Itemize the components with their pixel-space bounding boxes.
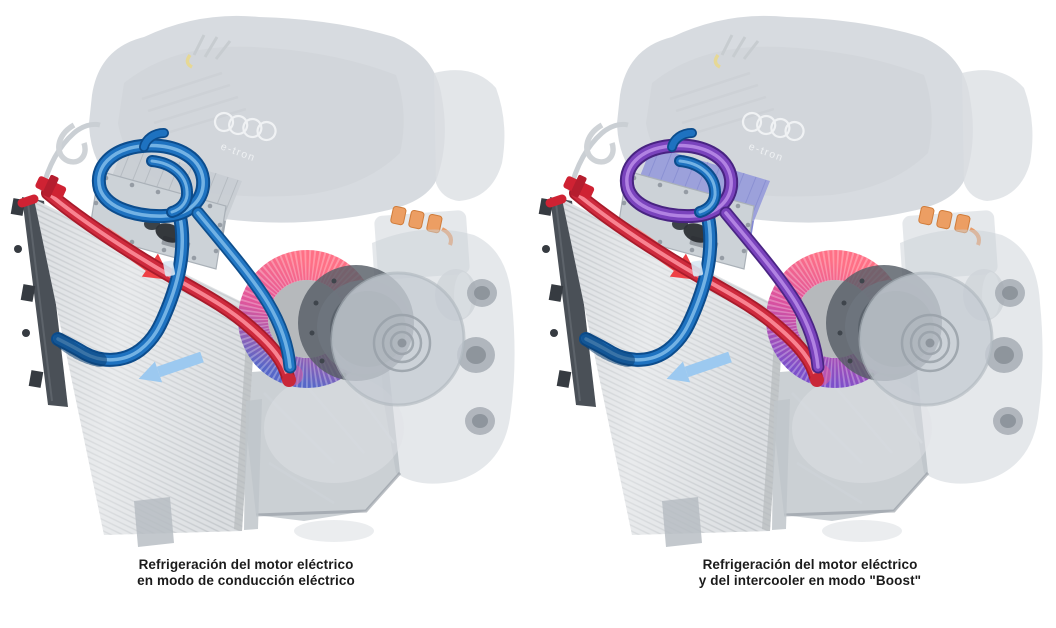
coolant-pipe-metal bbox=[567, 121, 629, 192]
radiator-foot bbox=[662, 497, 702, 547]
inner-loop-hose bbox=[139, 128, 194, 218]
transmission-input-cover bbox=[330, 271, 466, 407]
corrugated-connector bbox=[581, 333, 635, 367]
hot-coolant-t-fitting bbox=[545, 174, 824, 387]
panel-boost-mode: e-tron bbox=[528, 0, 1056, 628]
corrugated-connector bbox=[53, 333, 107, 367]
panel-electric-drive-mode: e-tron bbox=[4, 3, 524, 589]
gearbox-housing bbox=[768, 361, 930, 542]
airflow-out-arrow bbox=[138, 351, 204, 383]
cooling-system-illustration: e-tron bbox=[10, 15, 515, 547]
gearbox-housing bbox=[240, 361, 402, 542]
motor-feed-hose bbox=[191, 206, 297, 374]
radiator-brackets bbox=[10, 198, 44, 388]
bell-housing bbox=[264, 373, 404, 483]
radiator bbox=[10, 197, 262, 547]
cold-coolant-hose bbox=[51, 210, 190, 367]
audi-rings-logo bbox=[741, 111, 805, 142]
caption-boost-mode: Refrigeración del motor eléctrico y del … bbox=[699, 557, 921, 589]
transmission-input-cover bbox=[858, 271, 994, 407]
coolant-pipe-metal bbox=[39, 121, 101, 192]
hose-label bbox=[691, 260, 703, 277]
intercooler-loop-hose bbox=[619, 138, 739, 224]
yellow-clip bbox=[185, 53, 193, 69]
yellow-clip bbox=[713, 53, 721, 69]
radiator bbox=[538, 197, 790, 547]
ignition-wires bbox=[192, 34, 232, 60]
caption-line: Refrigeración del motor eléctrico bbox=[702, 557, 918, 572]
radiator-foot bbox=[134, 497, 174, 547]
caption-line: Refrigeración del motor eléctrico bbox=[138, 557, 354, 572]
hot-coolant-hose bbox=[41, 186, 295, 384]
inner-loop-hose bbox=[667, 128, 722, 218]
hose-label bbox=[163, 260, 175, 277]
cooling-system-illustration: e-tron bbox=[538, 15, 1043, 547]
motor-feed-hose bbox=[719, 206, 825, 374]
audi-rings-logo bbox=[213, 111, 277, 142]
radiator-mount-bar bbox=[244, 399, 262, 530]
hot-coolant-hose bbox=[569, 186, 823, 384]
intercooler-loop-hose bbox=[91, 138, 211, 224]
ignition-wires bbox=[720, 34, 760, 60]
caption-line: y del intercooler en modo "Boost" bbox=[698, 573, 922, 588]
bell-housing bbox=[792, 373, 932, 483]
cold-coolant-hose bbox=[579, 210, 718, 367]
caption-electric-mode: Refrigeración del motor eléctrico en mod… bbox=[137, 557, 355, 589]
hot-coolant-t-fitting bbox=[17, 174, 296, 387]
caption-line: en modo de conducción eléctrico bbox=[137, 573, 355, 588]
radiator-mount-bar bbox=[772, 399, 790, 530]
airflow-out-arrow bbox=[666, 351, 732, 383]
illustration-electric-mode: e-tron bbox=[4, 3, 524, 553]
radiator-brackets bbox=[538, 198, 572, 388]
illustration-boost-mode: e-tron bbox=[532, 3, 1052, 553]
